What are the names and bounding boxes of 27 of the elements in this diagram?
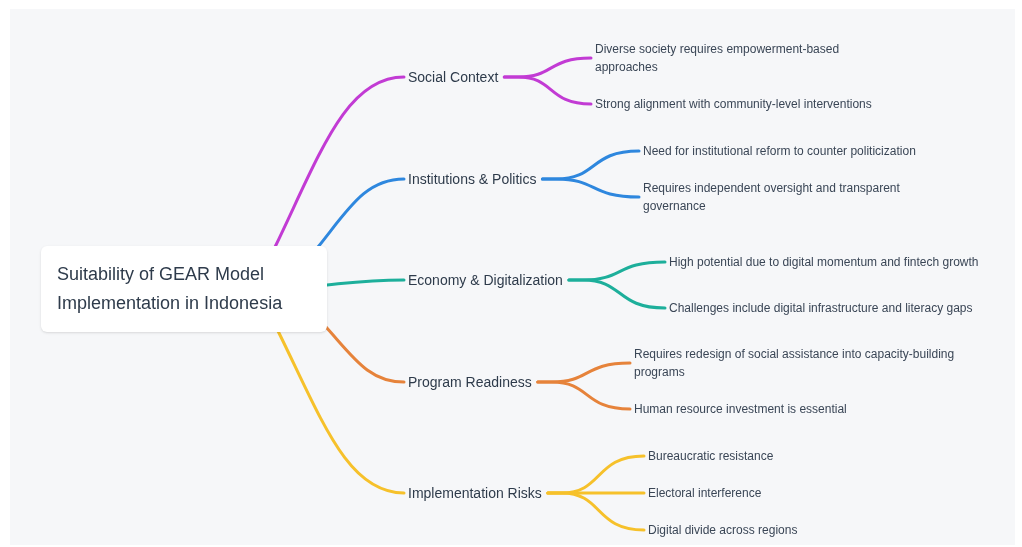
branch-label: Economy & Digitalization <box>408 269 563 291</box>
leaf-label: Challenges include digital infrastructure and literacy gaps <box>669 299 973 317</box>
branch-connector <box>536 380 632 411</box>
branch-label: Program Readiness <box>408 371 532 393</box>
branch-connector <box>324 325 406 384</box>
branch-connector <box>325 278 406 287</box>
branch-connector <box>546 491 646 532</box>
leaf-label: Electoral interference <box>648 484 762 502</box>
branch-connector <box>316 177 406 249</box>
leaf-label: High potential due to digital momentum and fintech growth <box>669 253 989 271</box>
leaf-label: Requires independent oversight and transparent governance <box>643 179 943 215</box>
branch-connector <box>276 329 406 495</box>
leaf-label: Requires redesign of social assistance into capacity-building programs <box>634 345 964 381</box>
branch-connector <box>502 75 593 106</box>
leaf-label: Bureaucratic resistance <box>648 447 774 465</box>
leaf-label: Diverse society requires empowerment-based approaches <box>595 40 885 76</box>
branch-connector <box>540 177 641 199</box>
branch-label: Institutions & Politics <box>408 168 537 190</box>
branch-label: Implementation Risks <box>408 482 542 504</box>
leaf-label: Human resource investment is essential <box>634 400 847 418</box>
topic-card: Suitability of GEAR Model Implementation in Indonesia <box>41 246 327 332</box>
branch-connector <box>273 75 406 249</box>
branch-label: Social Context <box>408 66 499 88</box>
leaf-label: Digital divide across regions <box>648 521 798 539</box>
leaf-label: Need for institutional reform to counter politicization <box>643 142 916 160</box>
leaf-label: Strong alignment with community-level interventions <box>595 95 872 113</box>
branch-connector <box>567 278 667 310</box>
